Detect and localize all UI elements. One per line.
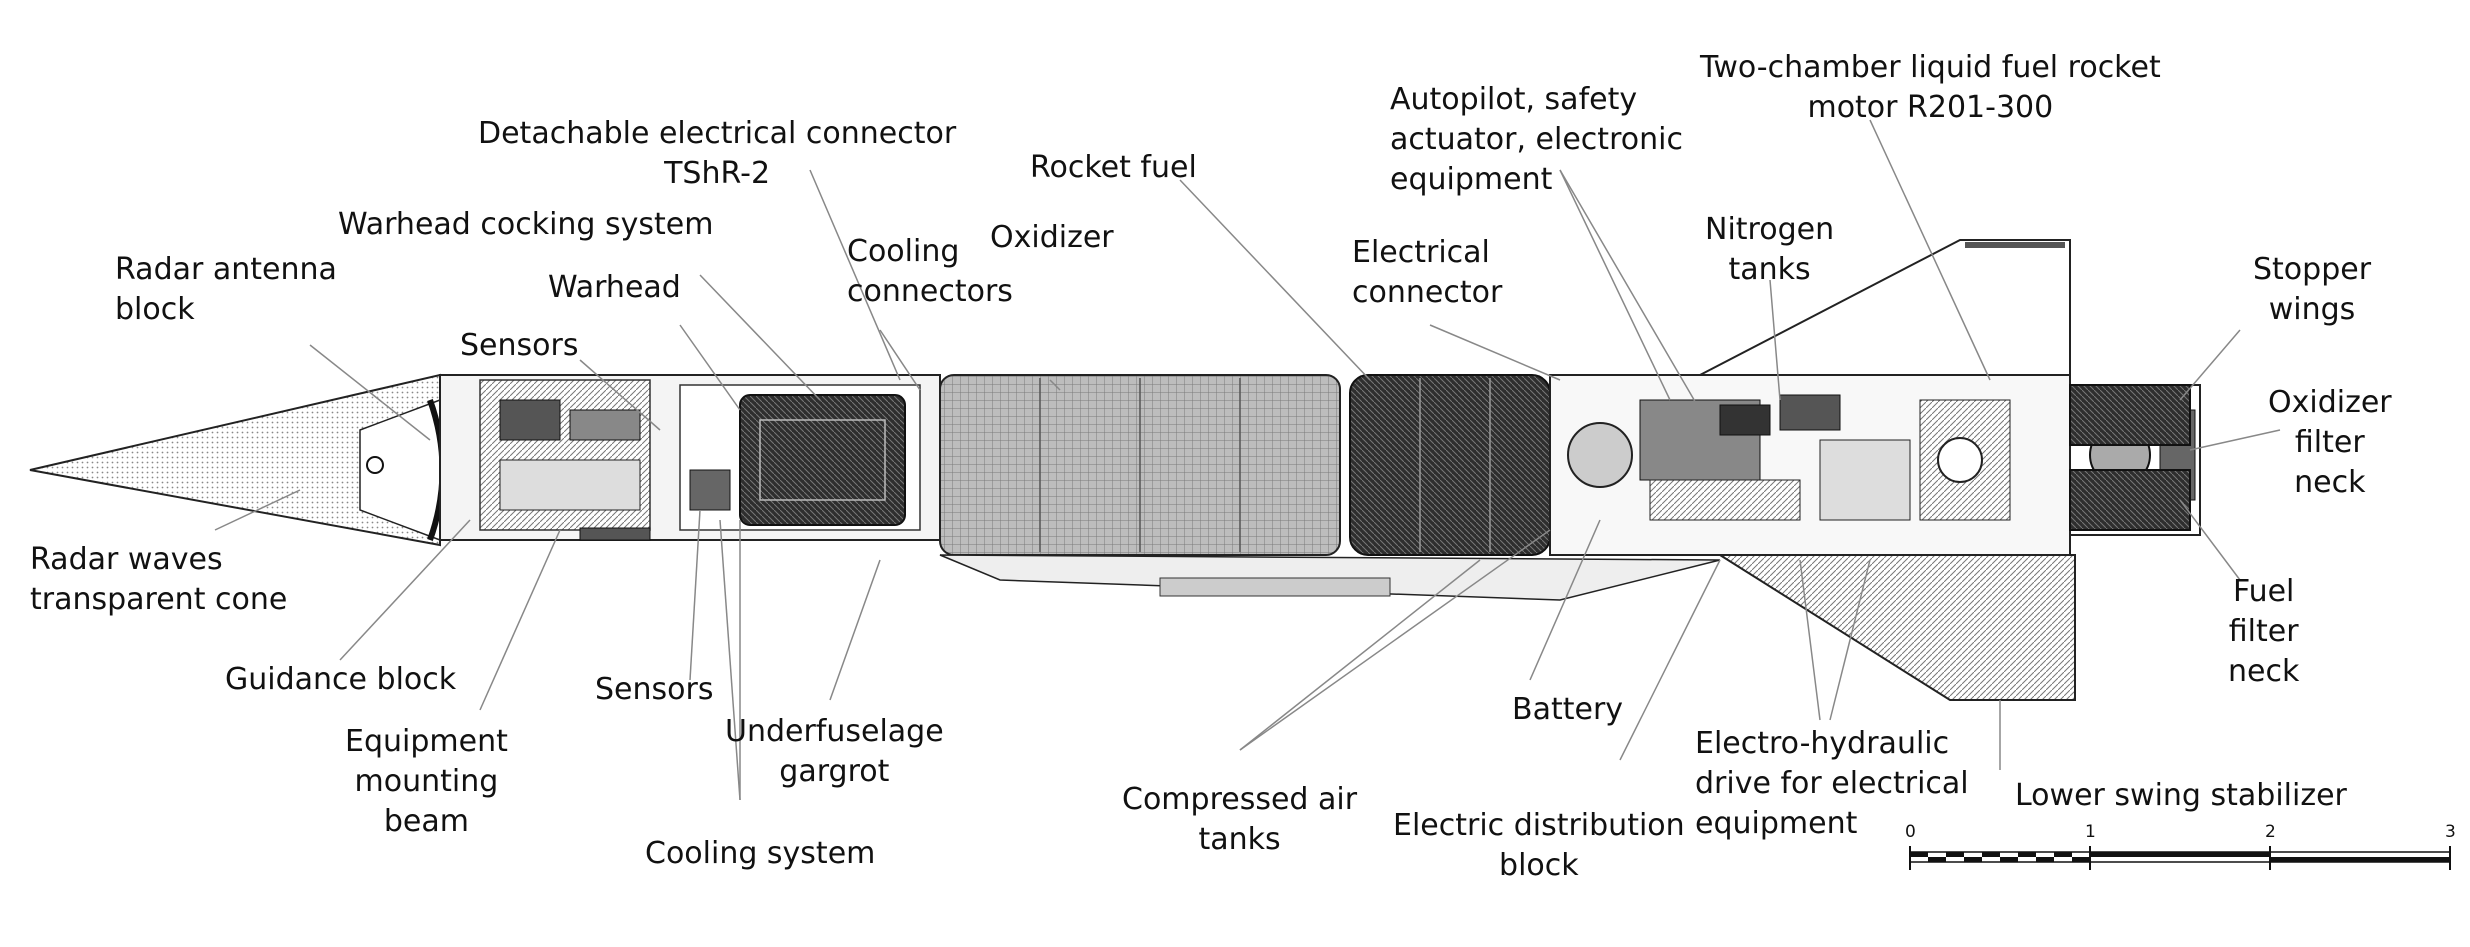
- nozzle-upper: [2069, 384, 2191, 446]
- scale-tick-3: 3: [2445, 822, 2456, 842]
- label-line: Radar antenna: [115, 252, 337, 287]
- label-guidance-block: Guidance block: [225, 660, 456, 700]
- label-line: Warhead: [548, 270, 681, 305]
- label-line: Guidance block: [225, 662, 457, 697]
- label-stopper-wings: Stopper wings: [2253, 250, 2371, 330]
- label-line: tanks: [1198, 822, 1281, 857]
- scale-segment: [2090, 852, 2270, 857]
- label-line: Electric distribution: [1393, 808, 1685, 843]
- scale-check: [2036, 857, 2054, 862]
- label-line: Lower swing stabilizer: [2015, 778, 2347, 813]
- label-lower-swing-stabilizer: Lower swing stabilizer: [2015, 776, 2347, 816]
- label-line: Cooling system: [645, 836, 876, 871]
- label-oxidizer: Oxidizer: [990, 218, 1114, 258]
- label-line: Electrical: [1352, 235, 1490, 270]
- scale-tick-0: 0: [1905, 822, 1916, 842]
- nozzle-lower: [2069, 469, 2191, 531]
- scale-check: [1910, 852, 1928, 857]
- label-line: Two-chamber liquid fuel rocket: [1700, 50, 2161, 85]
- label-line: neck: [2228, 654, 2300, 689]
- label-line: mounting: [354, 764, 499, 799]
- label-line: connectors: [847, 274, 1013, 309]
- label-line: actuator, electronic: [1390, 122, 1683, 157]
- label-line: connector: [1352, 275, 1503, 310]
- scale-check: [1964, 857, 1982, 862]
- label-electro-hydraulic: Electro-hydraulic drive for electrical equ…: [1695, 724, 1969, 844]
- label-line: equipment: [1695, 806, 1858, 841]
- label-line: beam: [383, 804, 469, 839]
- scale-check: [2072, 857, 2090, 862]
- label-line: Sensors: [595, 672, 714, 707]
- label-line: Underfuselage: [725, 714, 944, 749]
- label-autopilot: Autopilot, safety actuator, electronic equ…: [1390, 80, 1683, 200]
- label-line: transparent cone: [30, 582, 288, 617]
- scale-check: [1946, 852, 1964, 857]
- label-line: neck: [2294, 465, 2366, 500]
- scale-segment: [2270, 857, 2450, 862]
- label-equipment-beam: Equipment mounting beam: [345, 722, 508, 842]
- scale-bar: [1909, 846, 2451, 870]
- label-line: gargrot: [779, 754, 890, 789]
- label-line: motor R201-300: [1807, 90, 2054, 125]
- label-rocket-fuel: Rocket fuel: [1030, 148, 1197, 188]
- label-nitrogen-tanks: Nitrogen tanks: [1705, 210, 1834, 290]
- label-line: TShR-2: [664, 156, 771, 191]
- scale-check: [2054, 852, 2072, 857]
- label-line: Autopilot, safety: [1390, 82, 1638, 117]
- label-line: equipment: [1390, 162, 1553, 197]
- label-line: Compressed air: [1122, 782, 1358, 817]
- label-compressed-air: Compressed air tanks: [1122, 780, 1357, 860]
- fuel-tank: [1349, 374, 1551, 556]
- label-line: Nitrogen: [1705, 212, 1835, 247]
- label-radar-antenna: Radar antenna block: [115, 250, 337, 330]
- scale-check: [1928, 857, 1946, 862]
- label-oxidizer-filter: Oxidizer filter neck: [2268, 383, 2392, 503]
- label-line: Battery: [1512, 692, 1624, 727]
- label-line: block: [115, 292, 195, 327]
- label-underfuselage-gargrot: Underfuselage gargrot: [725, 712, 944, 792]
- scale-tick-2: 2: [2265, 822, 2276, 842]
- label-fuel-filter: Fuel filter neck: [2228, 572, 2299, 692]
- label-electrical-connector: Electrical connector: [1352, 233, 1502, 313]
- label-line: filter: [2294, 425, 2365, 460]
- label-sensors-top: Sensors: [460, 326, 578, 366]
- label-electric-distribution: Electric distribution block: [1393, 806, 1685, 886]
- scale-check: [2000, 857, 2018, 862]
- label-cooling-connectors: Cooling connectors: [847, 232, 1013, 312]
- label-line: Oxidizer: [2268, 385, 2392, 420]
- scale-tick-1: 1: [2085, 822, 2096, 842]
- upper-stabilizer: [1699, 239, 2071, 376]
- lower-stabilizer: [1716, 554, 2076, 701]
- label-line: Radar waves: [30, 542, 223, 577]
- label-warhead: Warhead: [548, 268, 681, 308]
- label-radar-cone: Radar waves transparent cone: [30, 540, 287, 620]
- label-cooling-system: Cooling system: [645, 834, 875, 874]
- label-battery: Battery: [1512, 690, 1623, 730]
- leader-lines: [214, 119, 2281, 801]
- label-line: tanks: [1728, 252, 1811, 287]
- label-line: Cooling: [847, 234, 960, 269]
- label-line: Detachable electrical connector: [478, 116, 957, 151]
- label-line: Sensors: [460, 328, 579, 363]
- label-line: drive for electrical: [1695, 766, 1969, 801]
- label-two-chamber-motor: Two-chamber liquid fuel rocket motor R201…: [1700, 48, 2161, 128]
- label-line: Equipment: [345, 724, 508, 759]
- warhead: [739, 394, 906, 526]
- label-line: Warhead cocking system: [338, 207, 714, 242]
- label-warhead-cocking: Warhead cocking system: [338, 205, 713, 245]
- label-line: Rocket fuel: [1030, 150, 1197, 185]
- label-sensors-bottom: Sensors: [595, 670, 713, 710]
- scale-check: [1982, 852, 2000, 857]
- label-line: filter: [2228, 614, 2299, 649]
- label-line: Stopper: [2253, 252, 2372, 287]
- label-line: block: [1499, 848, 1579, 883]
- label-line: wings: [2268, 292, 2356, 327]
- scale-check: [2018, 852, 2036, 857]
- label-line: Fuel: [2232, 574, 2295, 609]
- label-line: Electro-hydraulic: [1695, 726, 1950, 761]
- label-line: Oxidizer: [990, 220, 1114, 255]
